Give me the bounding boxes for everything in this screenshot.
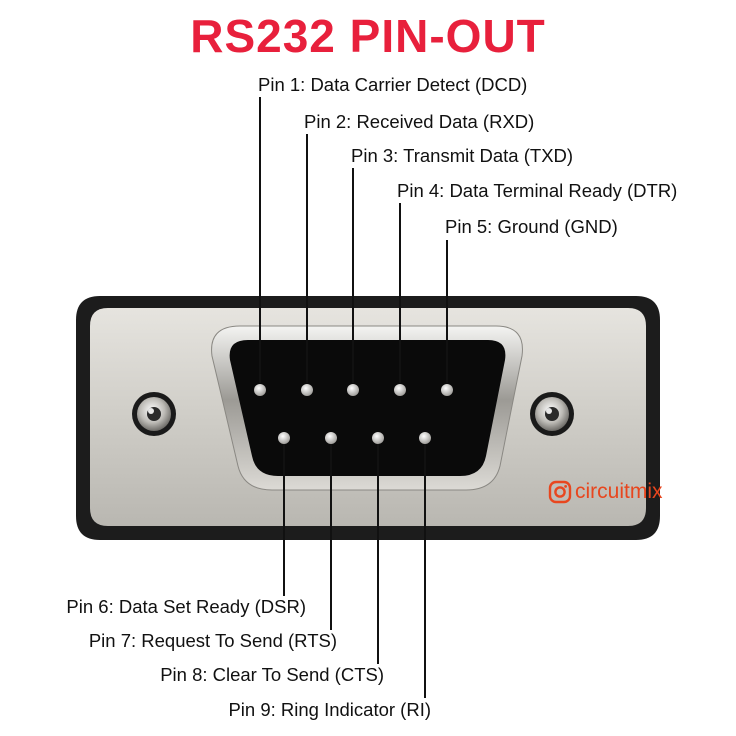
- brand-name: circuitmix: [575, 480, 663, 503]
- pin-5-contact: [441, 384, 453, 396]
- connector-cavity: [229, 340, 506, 476]
- pin-1-label: Pin 1: Data Carrier Detect (DCD): [258, 74, 528, 95]
- pin-5-label: Pin 5: Ground (GND): [445, 216, 618, 237]
- left-screw-icon: [132, 392, 176, 436]
- leader-lines-top: [259, 97, 448, 383]
- pin-3-label: Pin 3: Transmit Data (TXD): [351, 145, 574, 166]
- pin-6-contact: [278, 432, 290, 444]
- pin-4-label: Pin 4: Data Terminal Ready (DTR): [397, 180, 678, 201]
- instagram-icon: [548, 480, 572, 504]
- pin-2-contact: [301, 384, 313, 396]
- pin-2-label: Pin 2: Received Data (RXD): [304, 111, 535, 132]
- brand-watermark: circuitmix: [548, 478, 663, 506]
- pin-contacts-bottom: [278, 432, 431, 444]
- pin-9-label: Pin 9: Ring Indicator (RI): [228, 699, 431, 720]
- leader-lines-bottom: [283, 438, 426, 698]
- pin-9-contact: [419, 432, 431, 444]
- pin-contacts-top: [254, 384, 453, 396]
- pin-4-contact: [394, 384, 406, 396]
- pin-7-label: Pin 7: Request To Send (RTS): [88, 630, 337, 651]
- pin-8-contact: [372, 432, 384, 444]
- pin-6-label: Pin 6: Data Set Ready (DSR): [66, 596, 306, 617]
- diagram-title: RS232 PIN-OUT: [190, 10, 546, 62]
- pin-7-contact: [325, 432, 337, 444]
- pin-1-contact: [254, 384, 266, 396]
- right-screw-icon: [530, 392, 574, 436]
- pin-3-contact: [347, 384, 359, 396]
- pin-8-label: Pin 8: Clear To Send (CTS): [160, 664, 384, 685]
